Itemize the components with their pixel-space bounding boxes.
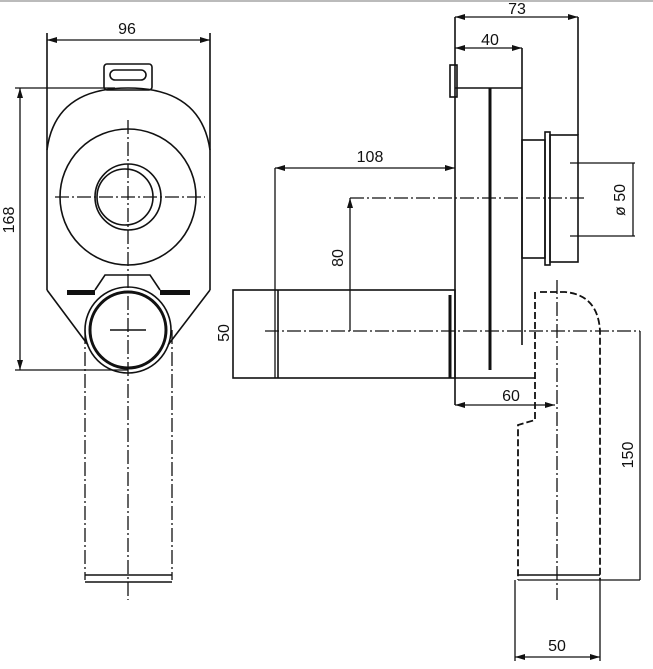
label-73: 73 <box>508 1 526 18</box>
front-view: 96 168 <box>1 21 211 600</box>
label-150: 150 <box>620 442 637 469</box>
label-50-drop: 50 <box>548 638 566 655</box>
mounting-tab <box>103 63 153 91</box>
inlet-pipe <box>232 289 456 379</box>
label-outlet-diameter: ø 50 <box>612 184 629 216</box>
label-168: 168 <box>1 207 18 234</box>
label-50-inlet: 50 <box>216 324 233 342</box>
side-view: 73 40 108 80 50 ø 50 60 150 50 <box>216 1 641 661</box>
label-60: 60 <box>502 388 520 405</box>
drop-pipe <box>517 291 601 580</box>
label-96: 96 <box>118 21 136 38</box>
body-outline <box>46 87 211 346</box>
label-80: 80 <box>330 249 347 267</box>
label-108: 108 <box>357 149 384 166</box>
label-40: 40 <box>481 32 499 49</box>
